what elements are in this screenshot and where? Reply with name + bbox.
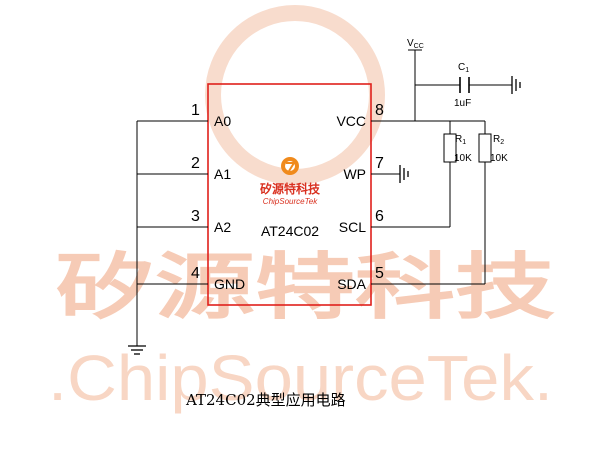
vcc-label: VCC bbox=[407, 38, 424, 50]
logo-chinese-text: 矽源特科技 bbox=[260, 181, 321, 196]
pin-sda-label: SDA bbox=[337, 276, 366, 292]
capacitor-c1 bbox=[459, 77, 470, 93]
watermark-ring bbox=[205, 5, 385, 185]
capacitor-label: C1 bbox=[458, 62, 469, 74]
pin-wp-label: WP bbox=[343, 166, 366, 182]
watermark-chinese-text: 矽源特科技 bbox=[55, 245, 555, 329]
resistor-r2-value: 10K bbox=[490, 153, 508, 164]
resistor-r1-label: R1 bbox=[455, 134, 466, 146]
pin-a2-label: A2 bbox=[214, 219, 231, 235]
resistor-r2-label: R2 bbox=[493, 134, 504, 146]
resistor-r1 bbox=[443, 133, 457, 163]
chip-name: AT24C02 bbox=[261, 223, 319, 239]
resistor-r2 bbox=[478, 133, 492, 163]
pin-scl-label: SCL bbox=[339, 219, 366, 235]
chipsourcetek-logo: 矽源特科技 ChipSourceTek bbox=[260, 157, 321, 206]
pin-a1-label: A1 bbox=[214, 166, 231, 182]
resistor-r1-value: 10K bbox=[454, 153, 472, 164]
pin-4-number: 4 bbox=[191, 265, 200, 282]
chip-body bbox=[207, 83, 372, 306]
left-pins bbox=[136, 120, 208, 346]
pin-2-number: 2 bbox=[191, 155, 200, 172]
pin-7-number: 7 bbox=[375, 155, 384, 172]
ground-icon-capacitor bbox=[511, 76, 521, 94]
pin-1-number: 1 bbox=[191, 102, 200, 119]
pin-vcc-label: VCC bbox=[336, 113, 366, 129]
capacitor-value: 1uF bbox=[454, 98, 471, 109]
pin-8-number: 8 bbox=[375, 102, 384, 119]
pin-3-number: 3 bbox=[191, 208, 200, 225]
pin-gnd-label: GND bbox=[214, 276, 245, 292]
pin-5-number: 5 bbox=[375, 265, 384, 282]
pin-6-number: 6 bbox=[375, 208, 384, 225]
ground-icon-wp bbox=[399, 165, 409, 183]
logo-english-text: ChipSourceTek bbox=[263, 197, 318, 206]
right-wiring bbox=[371, 49, 512, 285]
diagram-caption: AT24C02典型应用电路 bbox=[185, 391, 346, 409]
ground-icon-left bbox=[128, 345, 146, 355]
pin-a0-label: A0 bbox=[214, 113, 231, 129]
watermark-english-text: .ChipSourceTek. bbox=[48, 342, 553, 414]
watermark: 矽源特科技 .ChipSourceTek. bbox=[48, 5, 555, 414]
